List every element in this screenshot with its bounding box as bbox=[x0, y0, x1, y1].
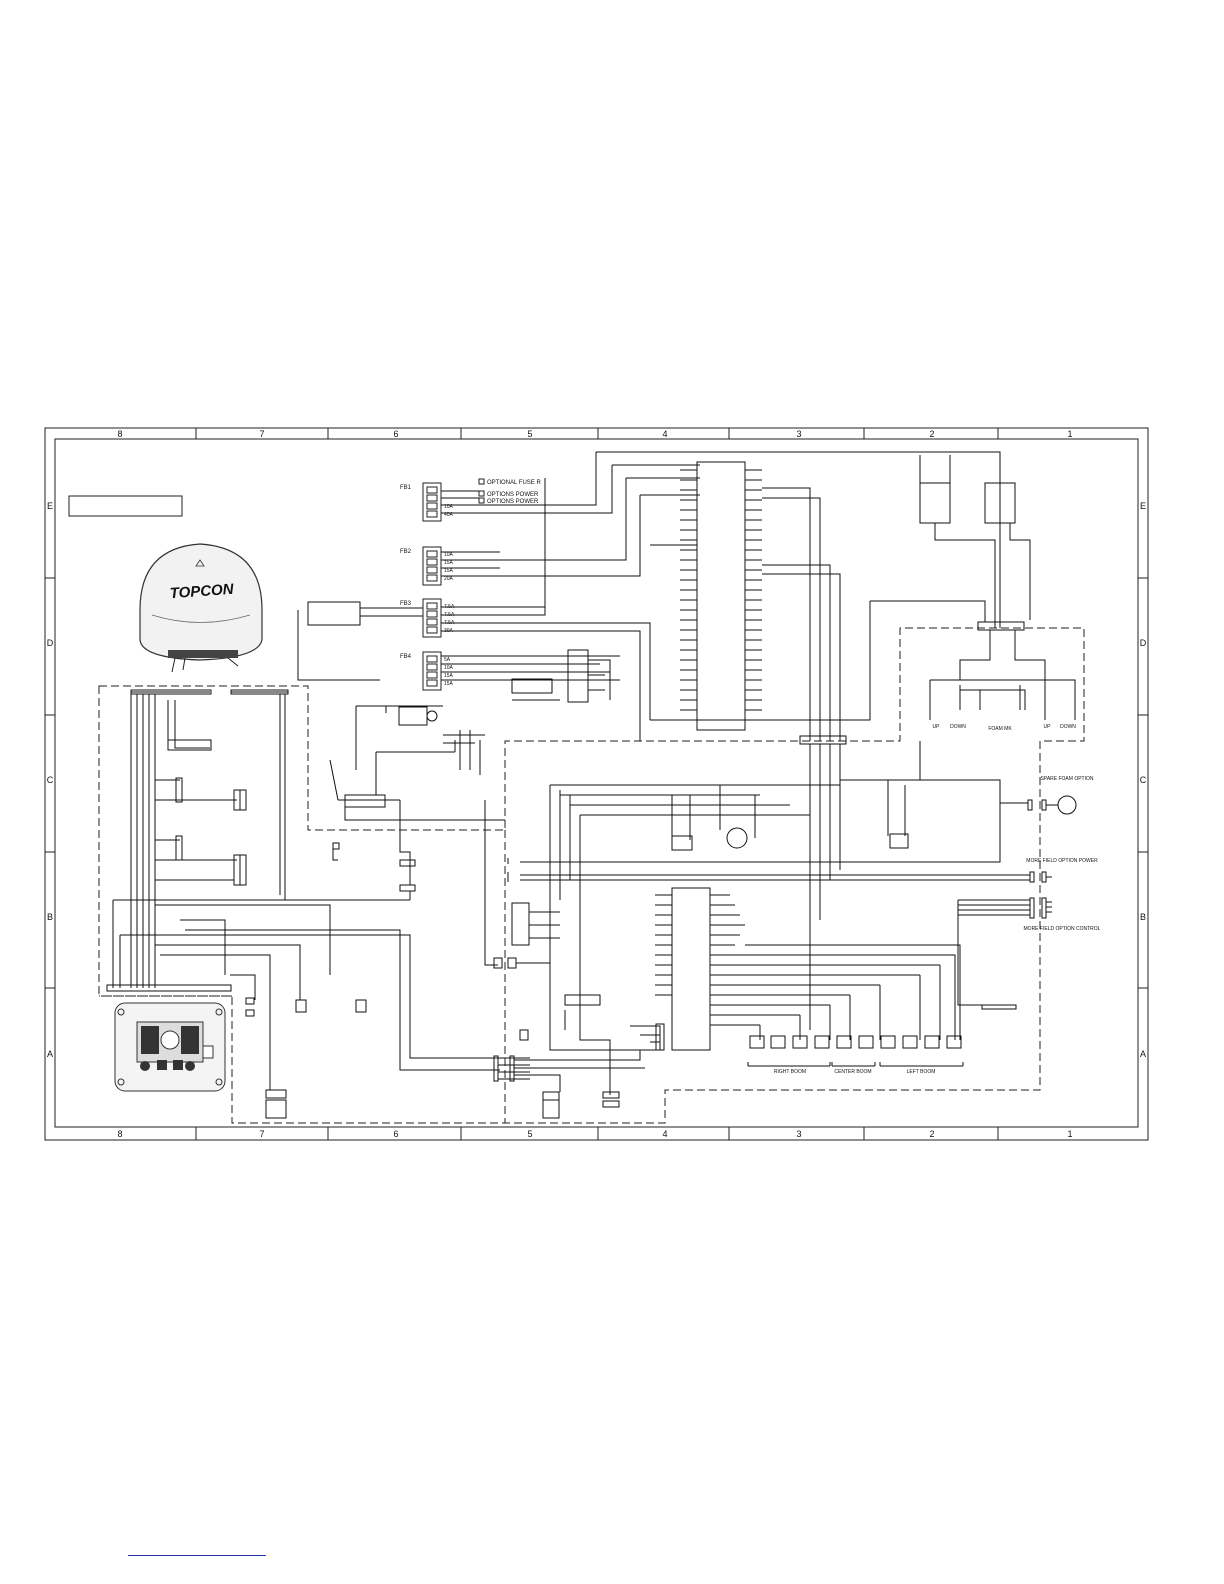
foam-mk-label: FOAM MK bbox=[988, 726, 1012, 732]
down-label: DOWN bbox=[950, 724, 966, 730]
options-power-label: OPTIONS POWER bbox=[487, 492, 539, 498]
fuse-block-label: FB3 bbox=[400, 601, 412, 607]
title-box bbox=[68, 495, 183, 517]
col-label: 1 bbox=[1067, 1129, 1072, 1139]
row-label: A bbox=[47, 1049, 53, 1059]
row-label: B bbox=[47, 912, 53, 922]
col-label: 8 bbox=[117, 429, 122, 439]
col-label: 6 bbox=[393, 429, 398, 439]
options-power-label: OPTIONS POWER bbox=[487, 499, 539, 505]
col-label: 4 bbox=[662, 1129, 667, 1139]
fuse-block-label: FB4 bbox=[400, 654, 412, 660]
fuse-rating: 20A bbox=[444, 576, 454, 582]
dashed-enclosures bbox=[98, 627, 1085, 1124]
down-label: DOWN bbox=[1060, 724, 1076, 730]
row-label: E bbox=[47, 501, 53, 511]
fuse-rating: 15A bbox=[444, 560, 454, 566]
row-label: D bbox=[1140, 638, 1147, 648]
row-label: C bbox=[1140, 775, 1147, 785]
options-callouts: OPTIONAL FUSE R OPTIONS POWER OPTIONS PO… bbox=[478, 478, 541, 505]
fuse-rating: 10A bbox=[444, 665, 454, 671]
right-boom-label: RIGHT BOOM bbox=[774, 1069, 806, 1075]
display-console bbox=[114, 1002, 226, 1092]
row-labels-right: E D C B A bbox=[1140, 501, 1147, 1059]
col-label: 5 bbox=[527, 1129, 532, 1139]
col-label: 8 bbox=[117, 1129, 122, 1139]
col-label: 4 bbox=[662, 429, 667, 439]
spare-foam-option-label: SPARE FOAM OPTION bbox=[1041, 776, 1094, 782]
col-label: 2 bbox=[929, 429, 934, 439]
col-label: 3 bbox=[796, 1129, 801, 1139]
col-label: 3 bbox=[796, 429, 801, 439]
bottom-link-rule bbox=[128, 1555, 266, 1556]
column-labels-bottom: 8 7 6 5 4 3 2 1 bbox=[117, 1129, 1072, 1139]
optional-fuse-label: OPTIONAL FUSE R bbox=[487, 480, 541, 486]
up-label: UP bbox=[1044, 724, 1052, 730]
more-field-control-label: MORE FIELD OPTION CONTROL bbox=[1024, 926, 1101, 932]
fuse-block-4: FB4 5A 10A 15A 15A bbox=[400, 651, 454, 691]
row-label: A bbox=[1140, 1049, 1146, 1059]
column-labels-top: 8 7 6 5 4 3 2 1 bbox=[117, 429, 1072, 439]
triangle-icon bbox=[195, 559, 205, 567]
drawing-frame bbox=[44, 427, 1149, 1141]
col-label: 1 bbox=[1067, 429, 1072, 439]
center-boom-label: CENTER BOOM bbox=[834, 1069, 871, 1075]
fuse-rating: 10A bbox=[444, 504, 454, 510]
col-label: 5 bbox=[527, 429, 532, 439]
fuse-rating: 40A bbox=[444, 512, 454, 518]
fuse-rating: 15A bbox=[444, 673, 454, 679]
col-label: 2 bbox=[929, 1129, 934, 1139]
brand-logo: TOPCON bbox=[169, 581, 235, 602]
fuse-rating: 10A bbox=[444, 552, 454, 558]
section-labels: SPARE FOAM OPTION MORE FIELD OPTION POWE… bbox=[774, 724, 1101, 1075]
more-field-power-label: MORE FIELD OPTION POWER bbox=[1026, 858, 1098, 864]
fuse-rating: 15A bbox=[444, 568, 454, 574]
col-label: 7 bbox=[259, 1129, 264, 1139]
fuse-block-2: FB2 10A 15A 15A 20A bbox=[400, 546, 454, 586]
fuse-block-label: FB2 bbox=[400, 549, 412, 555]
col-label: 7 bbox=[259, 429, 264, 439]
col-label: 6 bbox=[393, 1129, 398, 1139]
fuse-rating: 5A bbox=[444, 657, 451, 663]
row-label: B bbox=[1140, 912, 1146, 922]
fuse-block-1: FB1 10A 40A bbox=[400, 482, 454, 522]
row-labels-left: E D C B A bbox=[47, 501, 54, 1059]
row-label: E bbox=[1140, 501, 1146, 511]
fuse-block-label: FB1 bbox=[400, 485, 412, 491]
wiring-harness bbox=[106, 451, 1077, 1119]
gps-receiver: TOPCON bbox=[139, 543, 263, 673]
fuse-rating: 15A bbox=[444, 681, 454, 687]
up-label: UP bbox=[933, 724, 941, 730]
row-label: D bbox=[47, 638, 54, 648]
row-label: C bbox=[47, 775, 54, 785]
left-boom-label: LEFT BOOM bbox=[907, 1069, 936, 1075]
